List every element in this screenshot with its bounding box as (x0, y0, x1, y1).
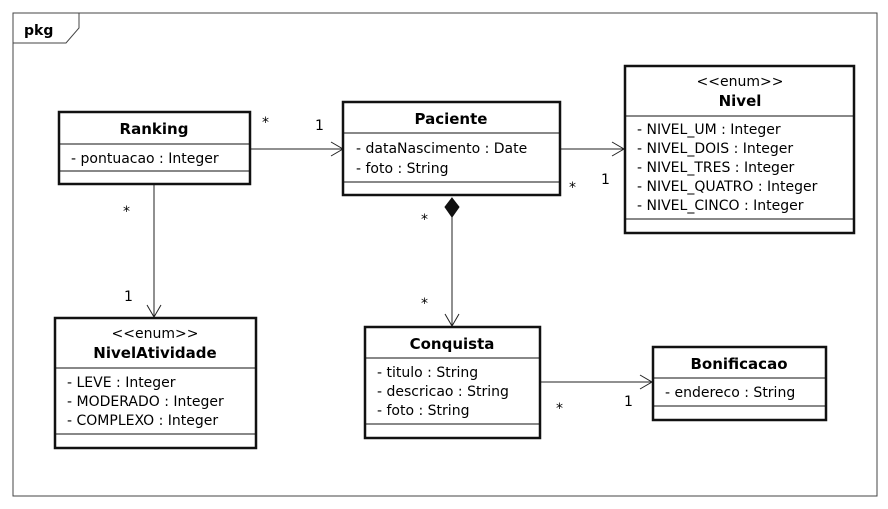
class-nivel-box (623, 64, 856, 235)
class-bonificacao-box (651, 345, 828, 422)
mult-paciente-nivel-src: * (569, 180, 576, 196)
class-bonificacao[interactable]: Bonificacao - endereco : String (651, 345, 828, 422)
mult-ranking-paciente-dst: 1 (315, 118, 324, 134)
class-nivel-atividade-attr-1: - LEVE : Integer (67, 375, 176, 391)
class-ranking[interactable]: Ranking - pontuacao : Integer (57, 110, 252, 186)
mult-conquista-bonificacao-dst: 1 (624, 394, 633, 410)
mult-ranking-paciente-src: * (262, 115, 269, 131)
package-tab (12, 12, 80, 44)
mult-ranking-nivelatividade-dst: 1 (124, 289, 133, 305)
class-conquista-box (363, 325, 542, 440)
class-paciente-name: Paciente (415, 110, 488, 128)
package-frame (12, 12, 878, 497)
class-ranking-box (57, 110, 252, 186)
class-conquista-attr-2: - descricao : String (377, 384, 509, 400)
class-conquista-name: Conquista (410, 335, 495, 353)
class-bonificacao-name: Bonificacao (690, 355, 787, 373)
class-conquista[interactable]: Conquista - titulo : String - descricao … (363, 325, 542, 440)
class-nivel-atividade-attr-3: - COMPLEXO : Integer (67, 413, 218, 429)
mult-paciente-conquista-dst: * (421, 296, 428, 312)
mult-ranking-nivelatividade-src: * (123, 204, 130, 220)
class-bonificacao-attr-1: - endereco : String (665, 385, 795, 401)
class-nivel-attr-3: - NIVEL_TRES : Integer (637, 160, 795, 176)
class-nivel-attr-5: - NIVEL_CINCO : Integer (637, 198, 804, 214)
class-paciente-attr-2: - foto : String (356, 161, 448, 177)
class-nivel[interactable]: <<enum>> Nivel - NIVEL_UM : Integer - NI… (623, 64, 856, 235)
class-paciente-attr-1: - dataNascimento : Date (356, 141, 527, 157)
class-ranking-name: Ranking (120, 120, 189, 138)
class-paciente[interactable]: Paciente - dataNascimento : Date - foto … (341, 100, 562, 197)
class-nivel-attr-1: - NIVEL_UM : Integer (637, 122, 781, 138)
mult-paciente-nivel-dst: 1 (601, 172, 610, 188)
class-nivel-atividade-stereotype: <<enum>> (112, 326, 199, 342)
class-nivel-atividade-attr-2: - MODERADO : Integer (67, 394, 224, 410)
class-conquista-attr-3: - foto : String (377, 403, 469, 419)
class-nivel-name: Nivel (719, 92, 762, 110)
package-label: pkg (24, 23, 53, 39)
class-nivel-attr-4: - NIVEL_QUATRO : Integer (637, 179, 818, 195)
composition-diamond (444, 197, 460, 218)
class-nivel-atividade[interactable]: <<enum>> NivelAtividade - LEVE : Integer… (53, 316, 258, 450)
mult-conquista-bonificacao-src: * (556, 401, 563, 417)
class-nivel-atividade-name: NivelAtividade (93, 344, 216, 362)
class-ranking-attr-1: - pontuacao : Integer (71, 151, 219, 167)
class-nivel-stereotype: <<enum>> (697, 74, 784, 90)
class-conquista-attr-1: - titulo : String (377, 365, 478, 381)
class-nivel-attr-2: - NIVEL_DOIS : Integer (637, 141, 793, 157)
mult-paciente-conquista-src: * (421, 212, 428, 228)
class-paciente-box (341, 100, 562, 197)
class-nivel-atividade-box (53, 316, 258, 450)
